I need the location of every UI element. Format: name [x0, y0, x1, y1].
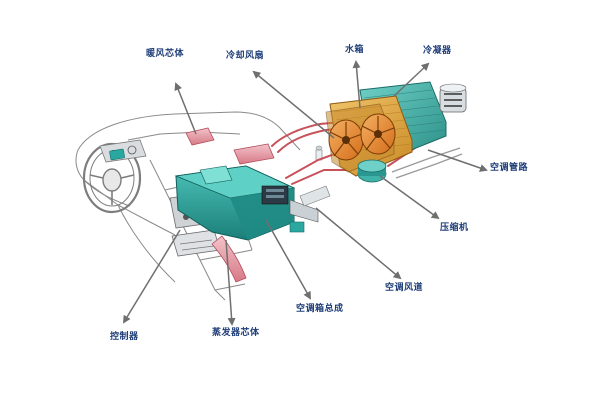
ac-pipes-lines: [391, 147, 463, 179]
leader-ac-box: [265, 219, 311, 300]
leader-ac-duct: [315, 207, 402, 280]
leader-heater-core: [174, 82, 197, 135]
hvac-box-assembly: [174, 165, 319, 241]
leader-ac-pipes: [427, 149, 488, 172]
label-condenser: 冷凝器: [423, 46, 452, 56]
label-heater-core: 暖风芯体: [146, 49, 185, 59]
label-compressor: 压缩机: [440, 223, 469, 233]
label-ac-pipes: 空调管路: [490, 163, 529, 173]
leader-condenser: [393, 62, 430, 97]
label-ac-duct: 空调风道: [385, 283, 424, 293]
leader-cooling-fan: [252, 70, 335, 139]
leader-evaporator: [225, 239, 236, 326]
label-controller: 控制器: [110, 332, 139, 342]
leader-compressor: [379, 175, 440, 220]
floor-duct: [211, 235, 247, 283]
label-cooling-fan: 冷却风扇: [226, 51, 265, 61]
compressor-unit: [357, 159, 387, 183]
label-radiator: 水箱: [345, 45, 365, 55]
receiver-drier: [439, 83, 467, 113]
radiator-condenser-module: [325, 81, 447, 177]
leader-radiator: [352, 60, 361, 109]
cooling-fan-right: [360, 113, 396, 155]
dash-air-ducts: [109, 127, 275, 165]
ac-duct-pipe: [299, 145, 331, 207]
label-evaporator-core: 蒸发器芯体: [212, 328, 260, 338]
label-ac-box-assembly: 空调箱总成: [296, 304, 344, 314]
leader-lines: [122, 60, 488, 326]
leader-controller: [122, 229, 181, 324]
cooling-fan-left: [328, 119, 364, 161]
